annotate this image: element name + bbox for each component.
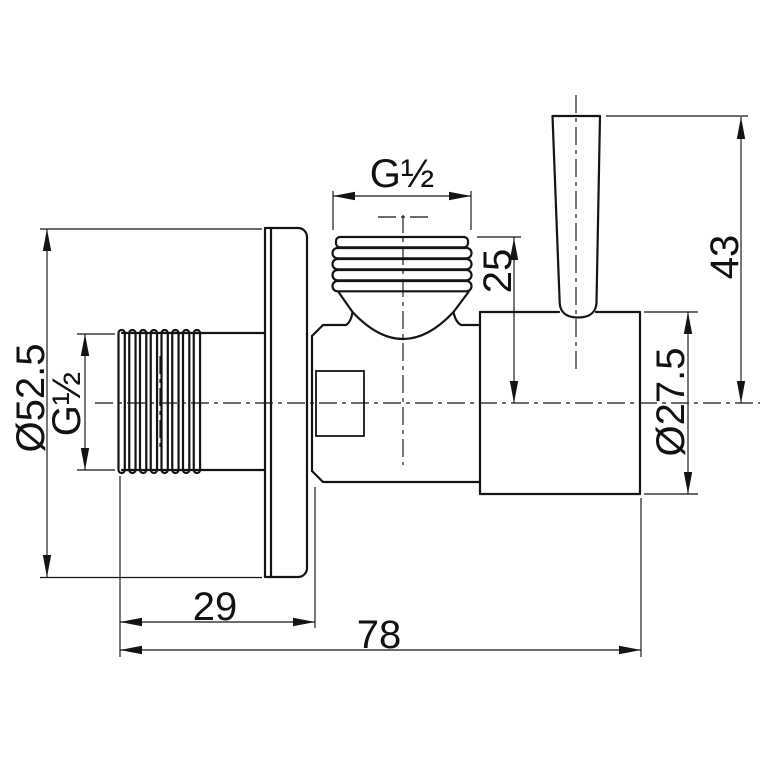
dimension-body-diameter: Ø27.5 <box>644 311 698 495</box>
dimension-inlet-thread: G½ <box>45 333 115 471</box>
dim-label-inlet-thread: G½ <box>45 372 89 436</box>
centerlines <box>95 95 760 465</box>
dimension-overall-length: 78 <box>120 498 642 657</box>
dim-label-handle-height: 43 <box>703 235 747 280</box>
dim-label-flange-diameter: Ø52.5 <box>9 344 53 453</box>
left-inlet-thread <box>117 328 267 475</box>
dim-label-outlet-thread: G½ <box>370 152 434 196</box>
top-outlet-thread <box>331 235 473 293</box>
dim-label-wall-depth: 29 <box>193 585 238 629</box>
outlet-body-block <box>478 310 642 496</box>
lever-handle <box>551 114 602 319</box>
dim-label-overall-length: 78 <box>357 613 402 657</box>
dimension-handle-height: 43 <box>606 115 748 403</box>
valve-body <box>310 290 482 484</box>
dimension-outlet-thread: G½ <box>332 152 472 230</box>
dim-label-body-diameter: Ø27.5 <box>649 348 693 457</box>
dimension-outlet-offset: 25 <box>476 236 521 403</box>
dimension-flange-diameter: Ø52.5 <box>9 228 262 579</box>
dim-label-outlet-offset: 25 <box>476 249 520 294</box>
dimension-wall-depth: 29 <box>119 476 316 657</box>
